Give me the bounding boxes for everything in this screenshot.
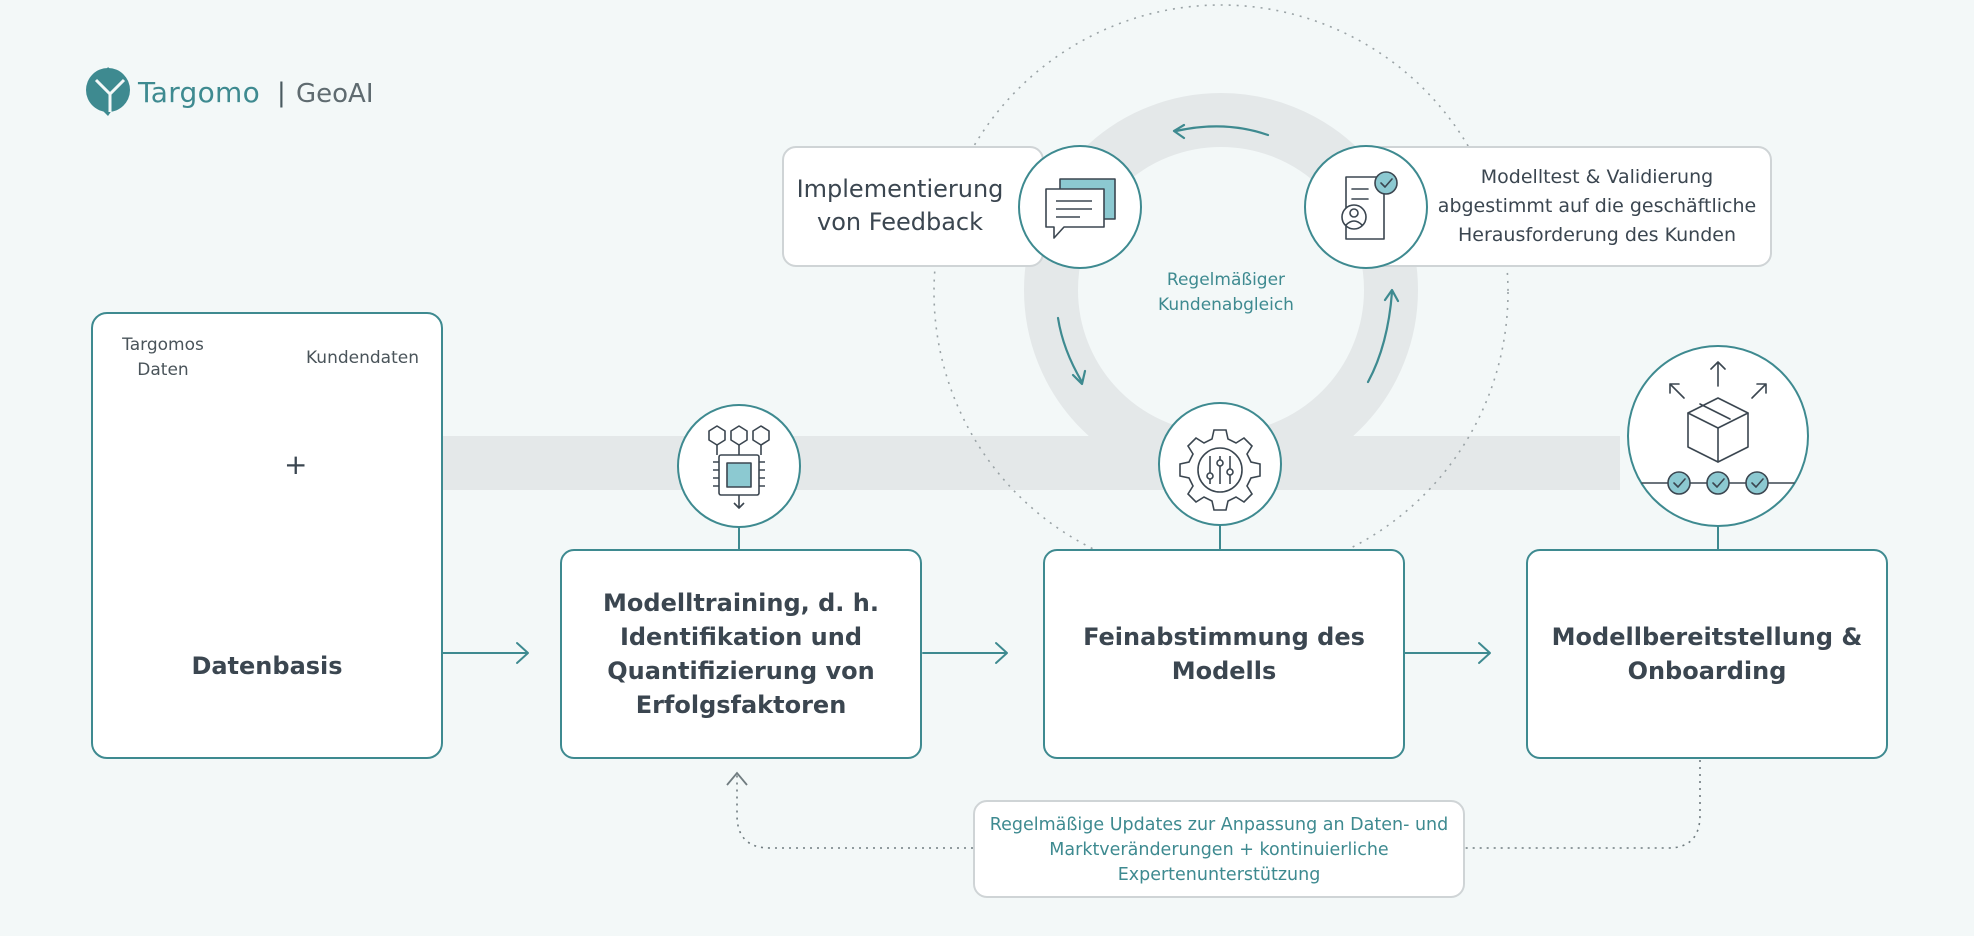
cycle-arrow-left [1056,316,1084,384]
feedback-text: Implementierung von Feedback [796,175,1004,236]
update-loop [736,760,1701,849]
package-icon [1641,361,1795,495]
process-band [440,436,1620,490]
step-modellbereitstellung: Modellbereitstellung & Onboarding [1526,549,1888,759]
targomos-data-label: Targomos Daten [122,335,204,380]
updates-text: Regelmäßige Updates zur Anpassung an Dat… [989,815,1449,885]
customer-data-label: Kundendaten [306,348,419,368]
outer-dotted-ring [933,4,1509,580]
validation-text: Modelltest & Validierung abgestimmt auf … [1437,166,1757,246]
step-datenbasis [91,312,443,759]
targomo-logo-icon [86,67,130,116]
feedback-icon [1018,145,1142,269]
update-loop-arrowhead [726,771,748,786]
step-feinabstimmung: Feinabstimmung des Modells [1043,549,1405,759]
feinabstimmung-title: Feinabstimmung des Modells [1083,623,1365,685]
cycle-arrow-right [1366,290,1394,384]
brand-separator: | [277,78,286,108]
updates-note [973,800,1465,898]
modellbereitstellung-title: Modellbereitstellung & Onboarding [1551,623,1863,685]
step-modelltraining: Modelltraining, d. h. Identifikation und… [560,549,922,759]
brand-name: Targomo [138,76,261,109]
validation-icon [1304,145,1428,269]
cycle-arrow-top [1174,125,1270,137]
product-name: GeoAI [296,79,374,109]
datenbasis-title: Datenbasis [191,652,343,680]
gear-icon [1179,429,1261,511]
step-connectors [442,523,1719,664]
chip-icon [708,425,770,509]
modelltraining-title: Modelltraining, d. h. Identifikation und… [603,589,879,719]
plus-sign: + [284,448,308,481]
cycle-arrows [1056,123,1400,386]
feedback-note [782,146,1044,267]
cycle-label: Regelmäßiger Kundenabgleich [1158,270,1294,315]
